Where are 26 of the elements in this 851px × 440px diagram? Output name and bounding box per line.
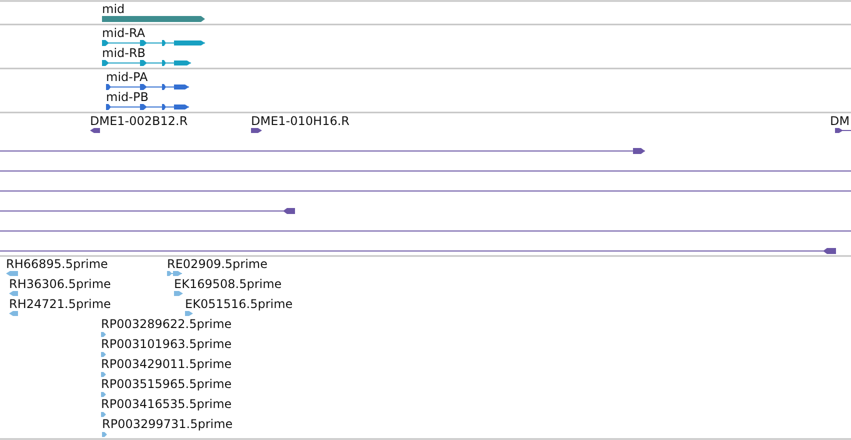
feature-label: RP003299731.5prime — [102, 417, 233, 432]
feature-label: RP003289622.5prime — [101, 317, 232, 332]
feature-label: mid-PA — [106, 70, 149, 84]
feature-label: DME1-010H16.R — [251, 114, 350, 128]
feature-label: DME1-002B12.R — [90, 114, 188, 128]
feature-label: RH66895.5prime — [6, 257, 108, 272]
alignment-line — [0, 248, 836, 254]
alignment-line — [0, 148, 645, 154]
feature-label: mid — [102, 2, 126, 16]
alignment-line — [0, 230, 851, 232]
feature-label: mid-RB — [102, 46, 147, 60]
feature-label: RP003429011.5prime — [101, 357, 232, 372]
alignment-line — [0, 208, 295, 214]
alignment-line — [0, 190, 851, 192]
feature-label: mid-RA — [102, 26, 146, 40]
feature-label: RP003416535.5prime — [101, 397, 232, 412]
feature-label: mid-PB — [106, 90, 150, 104]
feature-label: RH36306.5prime — [9, 277, 111, 292]
alignment-line — [0, 170, 851, 172]
feature-label: RP003515965.5prime — [101, 377, 232, 392]
feature-label: RH24721.5prime — [9, 297, 111, 312]
feature-label: EK051516.5prime — [185, 297, 293, 312]
feature-label: DM — [830, 114, 851, 128]
feature-label: EK169508.5prime — [174, 277, 282, 292]
feature-label: RP003101963.5prime — [101, 337, 232, 352]
feature-label: RE02909.5prime — [167, 257, 268, 272]
